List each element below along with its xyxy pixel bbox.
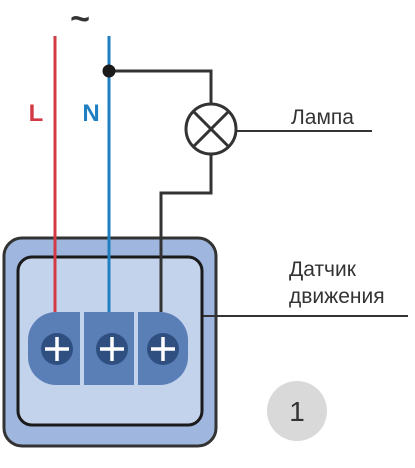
ac-symbol: ~: [70, 0, 90, 38]
plus-screw-icon: [147, 333, 179, 365]
figure-number-badge: [267, 381, 327, 441]
neutral-to-lamp-wire: [109, 69, 213, 107]
plus-screw-icon: [96, 333, 128, 365]
junction-dot: [102, 64, 116, 78]
figure-number: 1: [289, 396, 305, 427]
lamp-to-sensor-wire: [159, 151, 213, 312]
sensor-label-line2: движения: [289, 285, 385, 308]
live-label: L: [29, 100, 44, 127]
sensor-label-line1: Датчик: [289, 258, 357, 281]
lamp-label: Лампа: [291, 106, 354, 129]
neutral-label: N: [82, 100, 99, 127]
plus-screw-icon: [41, 333, 73, 365]
lamp-cross-circle-icon: [184, 102, 238, 156]
